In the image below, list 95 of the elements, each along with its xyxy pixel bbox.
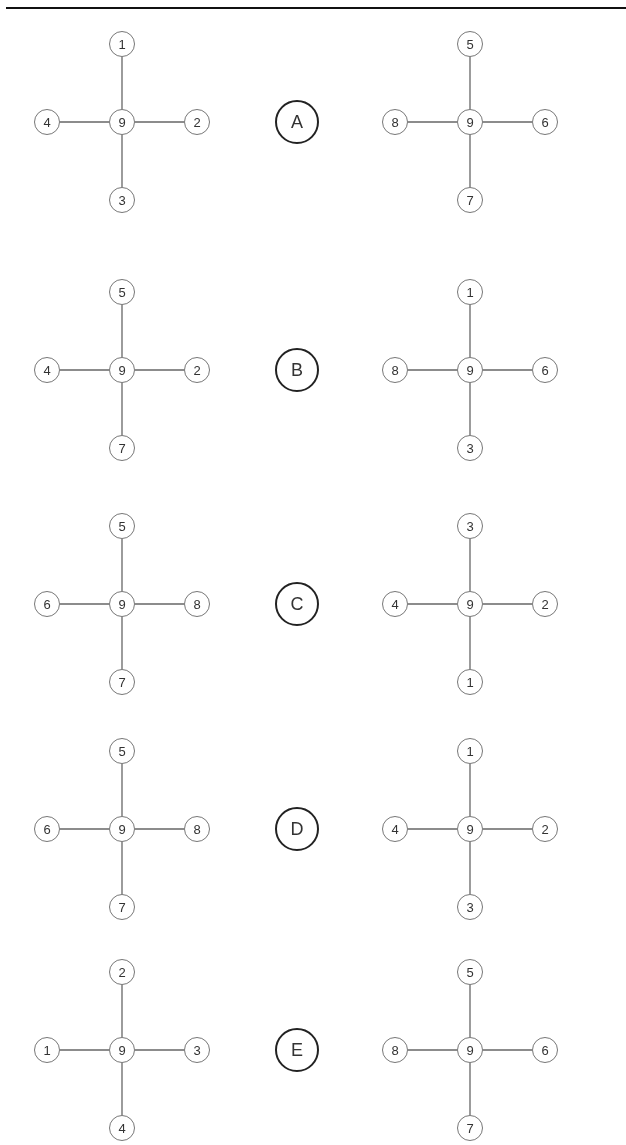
number-circle: 9 [457,1037,483,1063]
connector-line [407,1049,458,1051]
number-circle: 6 [532,109,558,135]
connector-line [121,984,123,1038]
number-circle: 5 [457,959,483,985]
option-circle: B [275,348,319,392]
option-circle: E [275,1028,319,1072]
number-circle: 2 [184,357,210,383]
connector-line [59,828,110,830]
connector-line [407,828,458,830]
connector-line [469,841,471,895]
connector-line [134,828,185,830]
number-circle: 1 [34,1037,60,1063]
option-circle: D [275,807,319,851]
connector-line [121,382,123,436]
connector-line [482,1049,533,1051]
connector-line [121,616,123,670]
connector-line [134,603,185,605]
number-circle: 1 [457,669,483,695]
connector-line [407,603,458,605]
number-circle: 3 [457,894,483,920]
number-circle: 4 [109,1115,135,1141]
connector-line [469,1062,471,1116]
connector-line [469,763,471,817]
number-circle: 9 [457,357,483,383]
connector-line [134,369,185,371]
number-circle: 9 [457,816,483,842]
number-circle: 2 [532,591,558,617]
number-circle: 7 [109,435,135,461]
connector-line [121,304,123,358]
number-circle: 6 [34,591,60,617]
connector-line [469,304,471,358]
number-circle: 5 [109,513,135,539]
option-circle: A [275,100,319,144]
number-circle: 2 [532,816,558,842]
connector-line [121,1062,123,1116]
connector-line [121,763,123,817]
number-circle: 9 [457,109,483,135]
connector-line [121,134,123,188]
number-circle: 2 [109,959,135,985]
connector-line [59,121,110,123]
number-circle: 8 [184,591,210,617]
number-circle: 8 [382,109,408,135]
connector-line [134,1049,185,1051]
number-circle: 6 [34,816,60,842]
number-circle: 2 [184,109,210,135]
number-circle: 9 [457,591,483,617]
connector-line [59,1049,110,1051]
number-circle: 4 [34,109,60,135]
connector-line [469,382,471,436]
number-circle: 9 [109,816,135,842]
number-circle: 6 [532,1037,558,1063]
connector-line [121,841,123,895]
connector-line [121,538,123,592]
number-circle: 5 [457,31,483,57]
number-circle: 9 [109,1037,135,1063]
number-circle: 7 [457,1115,483,1141]
number-circle: 3 [457,435,483,461]
connector-line [469,134,471,188]
number-circle: 4 [382,816,408,842]
number-circle: 3 [109,187,135,213]
connector-line [407,369,458,371]
option-circle: C [275,582,319,626]
connector-line [482,603,533,605]
connector-line [59,603,110,605]
number-circle: 8 [382,357,408,383]
number-circle: 7 [109,669,135,695]
connector-line [121,56,123,110]
connector-line [469,616,471,670]
number-circle: 3 [184,1037,210,1063]
connector-line [407,121,458,123]
connector-line [482,828,533,830]
number-circle: 1 [457,738,483,764]
number-circle: 6 [532,357,558,383]
number-circle: 7 [457,187,483,213]
number-circle: 1 [457,279,483,305]
number-circle: 9 [109,109,135,135]
connector-line [469,538,471,592]
connector-line [482,121,533,123]
connector-line [482,369,533,371]
number-circle: 1 [109,31,135,57]
number-circle: 9 [109,357,135,383]
number-circle: 3 [457,513,483,539]
number-circle: 8 [184,816,210,842]
number-circle: 8 [382,1037,408,1063]
number-circle: 4 [34,357,60,383]
number-circle: 9 [109,591,135,617]
number-circle: 5 [109,738,135,764]
connector-line [59,369,110,371]
connector-line [469,56,471,110]
connector-line [469,984,471,1038]
number-circle: 7 [109,894,135,920]
number-circle: 5 [109,279,135,305]
number-circle: 4 [382,591,408,617]
connector-line [134,121,185,123]
